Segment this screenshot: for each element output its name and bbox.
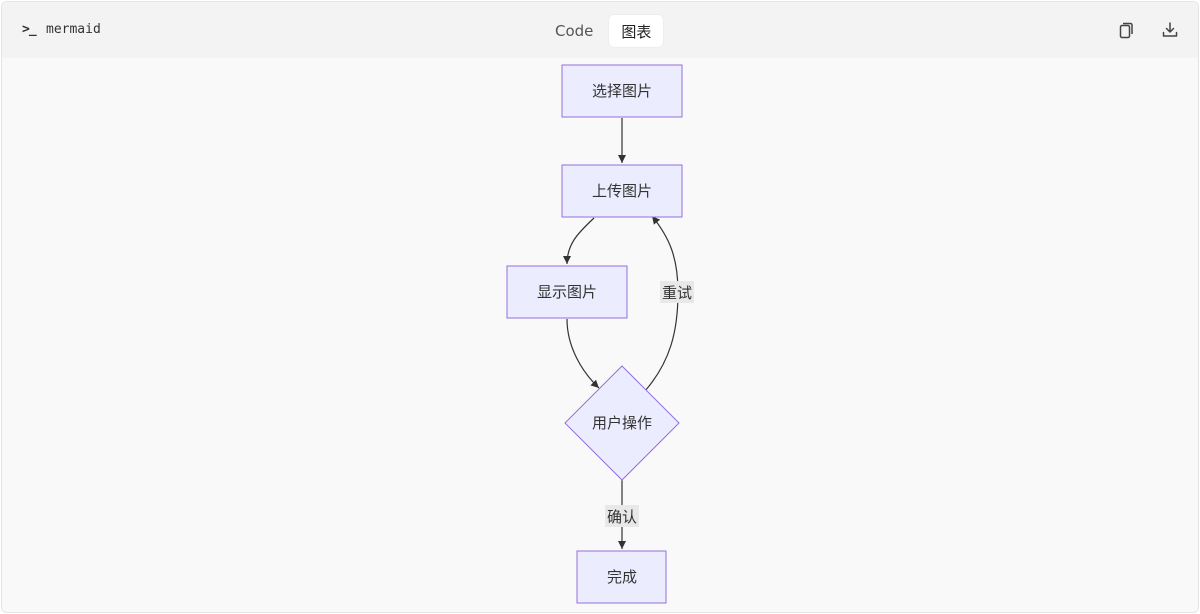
- node-user-action-decision: 用户操作: [564, 365, 680, 481]
- node-select-image-text: 选择图片: [592, 82, 652, 100]
- node-show-image-text: 显示图片: [537, 283, 597, 301]
- copy-button[interactable]: [1116, 20, 1136, 40]
- node-show-image: 显示图片: [506, 265, 628, 319]
- edge-label-retry: 重试: [660, 281, 694, 303]
- tab-diagram[interactable]: 图表: [609, 15, 664, 47]
- edge-label-retry-text: 重试: [662, 284, 692, 302]
- node-upload-image: 上传图片: [561, 164, 683, 218]
- copy-icon: [1119, 22, 1133, 39]
- node-done: 完成: [576, 550, 667, 604]
- tab-code[interactable]: Code: [555, 22, 594, 40]
- edge-show-to-decision: [566, 318, 600, 389]
- node-select-image: 选择图片: [561, 64, 683, 118]
- edge-label-confirm-text: 确认: [607, 508, 637, 526]
- download-button[interactable]: [1160, 20, 1180, 40]
- edge-decision-to-upload: [644, 215, 679, 392]
- node-upload-image-text: 上传图片: [592, 182, 652, 200]
- node-user-action-text: 用户操作: [592, 414, 652, 432]
- code-block-header: >_ mermaid Code 图表: [2, 2, 1198, 58]
- edge-label-confirm: 确认: [605, 505, 639, 527]
- language-name: mermaid: [46, 22, 101, 37]
- terminal-icon: >_: [22, 22, 37, 37]
- edge-upload-to-show: [563, 217, 595, 265]
- download-icon: [1162, 22, 1178, 37]
- view-tabs: Code 图表: [543, 15, 664, 47]
- node-done-text: 完成: [607, 568, 637, 586]
- language-label: >_ mermaid: [22, 22, 101, 37]
